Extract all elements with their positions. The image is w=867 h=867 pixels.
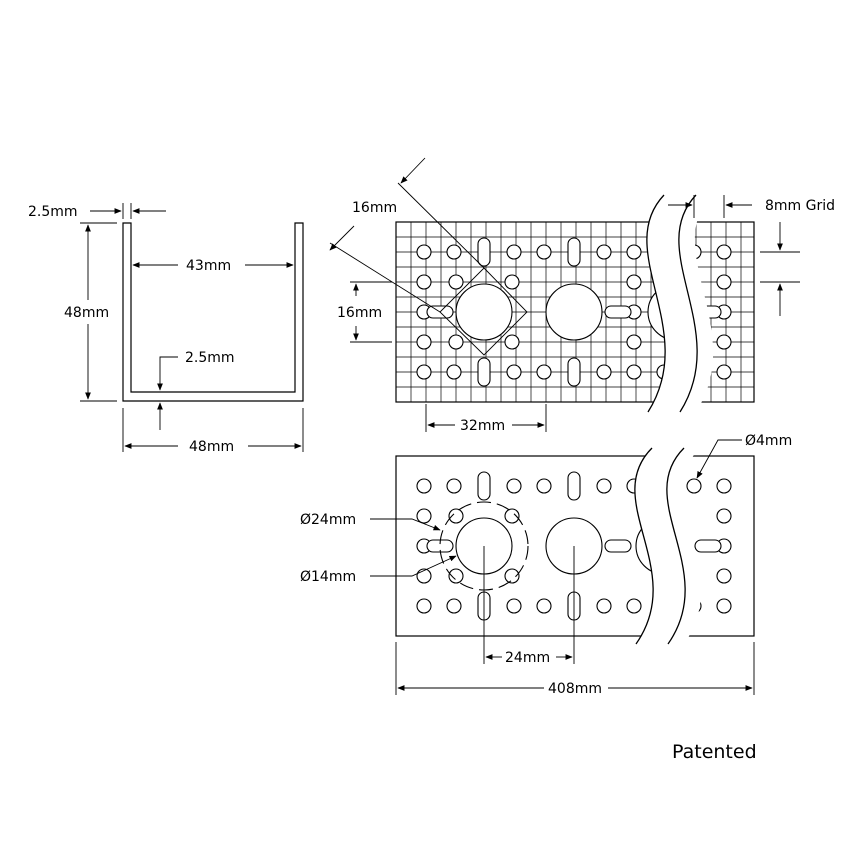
hole: [504, 274, 520, 290]
dim-pattern-spacing: 32mm: [425, 404, 547, 434]
dim-label-pattern-spacing: 32mm: [460, 418, 505, 434]
hole: [416, 568, 432, 584]
dim-label-base-thickness: 2.5mm: [185, 350, 235, 366]
hole: [506, 478, 522, 494]
patent-notice: Patented: [672, 741, 757, 763]
hole: [536, 598, 552, 614]
hole: [596, 598, 612, 614]
hole: [716, 274, 732, 290]
dim-label-wall-thickness: 2.5mm: [28, 204, 78, 220]
dim-label-small-hole: Ø4mm: [745, 433, 792, 449]
dim-label-channel-width: 48mm: [189, 439, 234, 455]
hole: [504, 334, 520, 350]
hole: [446, 364, 462, 380]
diamond-mount: [439, 267, 528, 356]
dim-base-thickness: 2.5mm: [157, 350, 235, 430]
hole: [626, 334, 642, 350]
hole: [448, 334, 464, 350]
dim-center-bore: Ø14mm: [300, 555, 457, 585]
dim-label-inner-width: 43mm: [186, 258, 231, 274]
dim-label-channel-height: 48mm: [64, 305, 109, 321]
hole: [716, 508, 732, 524]
slot: [477, 471, 491, 501]
hole: [446, 478, 462, 494]
dim-channel-height: 48mm: [64, 222, 117, 402]
hole: [716, 364, 732, 380]
hole: [596, 364, 612, 380]
break-line: [678, 194, 698, 413]
hole: [716, 478, 732, 494]
hole: [626, 244, 642, 260]
break-line: [634, 447, 654, 645]
channel-profile: [122, 222, 304, 402]
dim-overall-length: 408mm: [395, 642, 755, 697]
hole: [536, 478, 552, 494]
hole: [416, 334, 432, 350]
hole: [626, 364, 642, 380]
dim-small-hole: Ø4mm: [696, 433, 792, 479]
dim-label-bolt-circle: Ø24mm: [300, 512, 356, 528]
hole: [626, 274, 642, 290]
slot: [567, 357, 581, 387]
slot: [567, 237, 581, 267]
hole: [416, 244, 432, 260]
dim-bore-spacing: 24mm: [483, 546, 575, 666]
slot: [604, 539, 632, 553]
hole: [448, 508, 464, 524]
dim-label-overall-length: 408mm: [548, 681, 602, 697]
hole: [416, 508, 432, 524]
slot: [604, 305, 632, 319]
center-bore: [455, 283, 513, 341]
dim-label-vertical-spacing: 16mm: [337, 305, 382, 321]
hole: [716, 598, 732, 614]
dim-label-bore-spacing: 24mm: [505, 650, 550, 666]
dim-vertical-spacing: 16mm: [337, 281, 392, 343]
hole: [416, 274, 432, 290]
dim-grid-spacing: 8mm Grid: [668, 195, 835, 316]
slot: [567, 471, 581, 501]
hole: [416, 478, 432, 494]
hole: [536, 364, 552, 380]
hole: [416, 364, 432, 380]
dim-diagonal-spacing: 16mm: [329, 157, 485, 313]
slot: [477, 357, 491, 387]
hole: [506, 244, 522, 260]
dim-label-grid: 8mm Grid: [765, 198, 835, 214]
hole: [716, 334, 732, 350]
dim-label-diagonal-spacing: 16mm: [352, 200, 397, 216]
dim-bolt-circle: Ø24mm: [300, 512, 441, 531]
hole: [416, 598, 432, 614]
grid-plate: [395, 194, 755, 413]
hole-plate: [395, 447, 755, 645]
hole: [504, 508, 520, 524]
hole: [686, 478, 702, 494]
slot: [694, 539, 722, 553]
hole: [446, 598, 462, 614]
slot: [477, 237, 491, 267]
center-bore: [545, 283, 603, 341]
hole: [506, 364, 522, 380]
dim-channel-width: 48mm: [122, 408, 304, 455]
dim-label-center-bore: Ø14mm: [300, 569, 356, 585]
hole: [596, 478, 612, 494]
hole: [506, 598, 522, 614]
hole: [596, 244, 612, 260]
hole: [716, 568, 732, 584]
hole: [536, 244, 552, 260]
hole: [448, 568, 464, 584]
hole: [716, 244, 732, 260]
hole: [504, 568, 520, 584]
hole: [446, 244, 462, 260]
dim-inner-width: 43mm: [132, 258, 294, 274]
dim-wall-thickness-top: 2.5mm: [28, 203, 166, 220]
break-line: [666, 447, 686, 645]
break-line: [646, 194, 666, 413]
hole: [448, 274, 464, 290]
hole: [626, 598, 642, 614]
